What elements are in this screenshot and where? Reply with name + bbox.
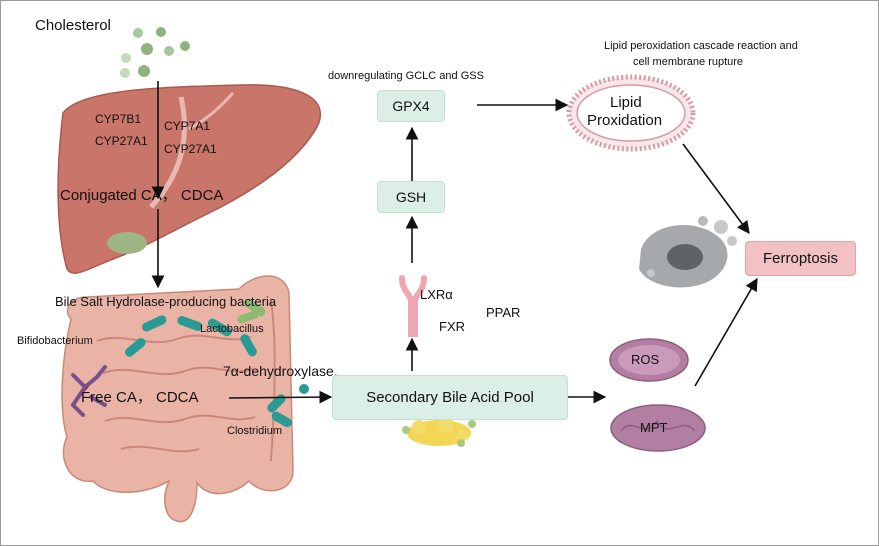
gsh-box: GSH bbox=[377, 181, 445, 213]
secondary-bile-acid-pool-box: Secondary Bile Acid Pool bbox=[332, 375, 568, 420]
bifidobacterium-label: Bifidobacterium bbox=[17, 335, 93, 347]
pathway-arrows bbox=[151, 81, 758, 404]
dying-cell-icon bbox=[639, 216, 737, 288]
cyp7a1-label: CYP7A1 bbox=[164, 119, 211, 133]
clostridium-label: Clostridium bbox=[227, 425, 283, 437]
bsh-bacteria-label: Bile Salt Hydrolase-producing bacteria bbox=[55, 294, 277, 309]
lipid-label-line1: Lipid bbox=[610, 94, 642, 111]
lipid-membrane-icon bbox=[566, 74, 696, 152]
conjugated-bile-acids-label: Conjugated CA， CDCA bbox=[60, 187, 224, 204]
intestine-icon bbox=[61, 275, 294, 523]
ros-organelle-icon bbox=[609, 338, 689, 382]
cholesterol-label: Cholesterol bbox=[35, 17, 111, 34]
dehydroxylase-label: 7α-dehydroxylase. bbox=[223, 363, 338, 379]
lipid-cascade-label-line2: cell membrane rupture bbox=[633, 56, 744, 68]
bile-acid-droplets-icon bbox=[402, 417, 476, 447]
bacteria-icon bbox=[71, 298, 309, 428]
ferroptosis-box: Ferroptosis bbox=[745, 241, 856, 276]
lipid-label-line2: Proxidation bbox=[587, 112, 663, 129]
mitochondrion-icon bbox=[610, 404, 706, 452]
lxra-label: LXRα bbox=[420, 287, 453, 302]
receptor-icon bbox=[399, 275, 427, 337]
cyp7b1-label: CYP7B1 bbox=[95, 112, 142, 126]
ppar-label: PPAR bbox=[486, 305, 521, 320]
cholesterol-particles-icon bbox=[120, 27, 190, 78]
downregulating-label: downregulating GCLC and GSS bbox=[328, 70, 484, 82]
free-bile-acids-label: Free CA， CDCA bbox=[81, 389, 199, 406]
lactobacillus-label: Lactobacillus bbox=[200, 323, 264, 335]
gpx4-box: GPX4 bbox=[377, 90, 445, 122]
ros-label: ROS bbox=[631, 352, 660, 367]
cyp27a1-right-label: CYP27A1 bbox=[164, 142, 217, 156]
lipid-cascade-label-line1: Lipid peroxidation cascade reaction and bbox=[604, 40, 798, 52]
fxr-label: FXR bbox=[439, 319, 465, 334]
cyp27a1-left-label: CYP27A1 bbox=[95, 134, 148, 148]
mpt-label: MPT bbox=[640, 420, 668, 435]
